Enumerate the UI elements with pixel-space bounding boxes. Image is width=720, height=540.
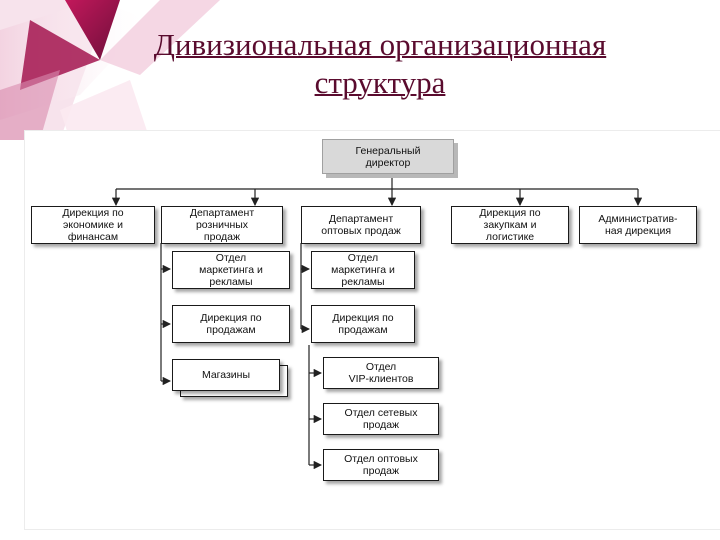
node-wholesale-marketing: Отдел маркетинга и рекламы bbox=[311, 251, 415, 289]
node-purchasing-logistics: Дирекция по закупкам и логистике bbox=[451, 206, 569, 244]
org-chart: Генеральный директор Дирекция по экономи… bbox=[24, 130, 720, 530]
node-network-sales: Отдел сетевых продаж bbox=[323, 403, 439, 435]
node-wholesale-sales: Дирекция по продажам bbox=[311, 305, 415, 343]
corner-decoration bbox=[0, 0, 220, 140]
node-retail-department: Департамент розничных продаж bbox=[161, 206, 283, 244]
title-line-2: структура bbox=[314, 65, 446, 100]
node-wholesale-department: Департамент оптовых продаж bbox=[301, 206, 421, 244]
org-chart-connectors bbox=[111, 174, 643, 470]
node-economics-finance: Дирекция по экономике и финансам bbox=[31, 206, 155, 244]
page-title: Дивизиональная организационная структура bbox=[80, 26, 680, 102]
node-retail-sales: Дирекция по продажам bbox=[172, 305, 290, 343]
node-ceo: Генеральный директор bbox=[322, 139, 454, 174]
node-wholesale-sales-dept: Отдел оптовых продаж bbox=[323, 449, 439, 481]
title-line-1: Дивизиональная организационная bbox=[153, 27, 607, 62]
node-vip-clients: Отдел VIP-клиентов bbox=[323, 357, 439, 389]
node-stores: Магазины bbox=[172, 359, 280, 391]
node-admin-directorate: Административ- ная дирекция bbox=[579, 206, 697, 244]
node-retail-marketing: Отдел маркетинга и рекламы bbox=[172, 251, 290, 289]
